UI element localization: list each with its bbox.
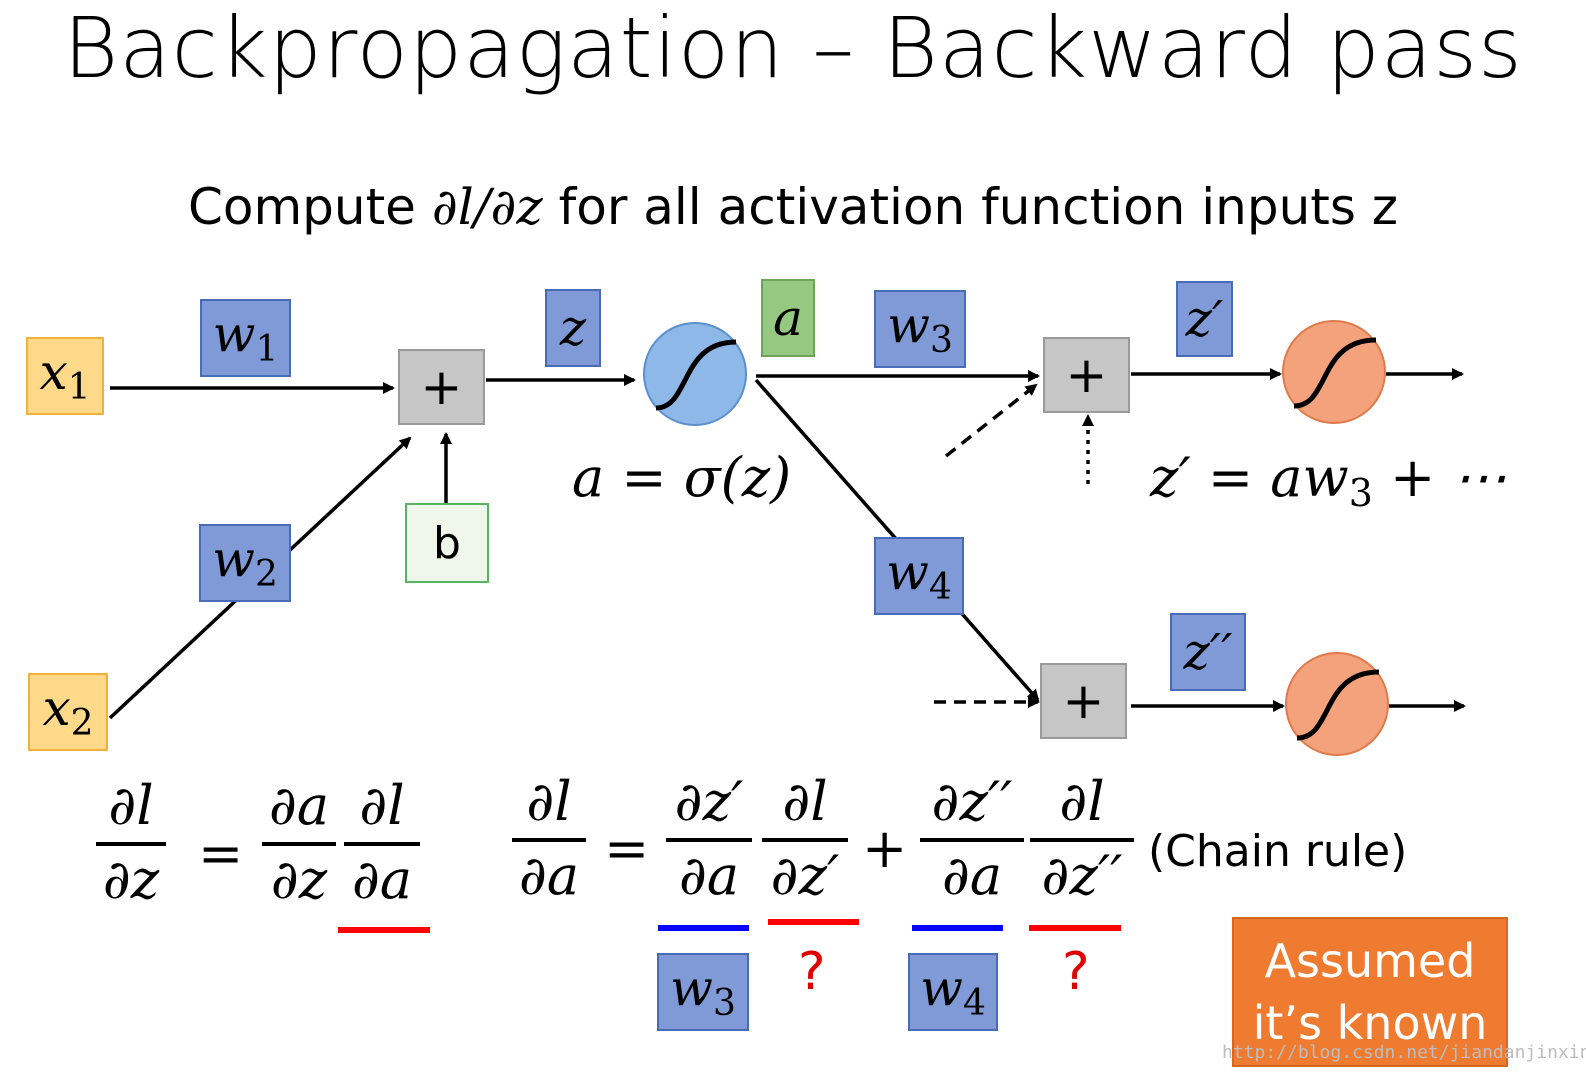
var-a: a (761, 279, 815, 357)
neuron-sigmoid-3 (1285, 652, 1389, 756)
w3-result-label: w3 (670, 958, 736, 1024)
fraction-dzp-da: ∂z′∂a (666, 772, 752, 906)
sum-node-2: + (1043, 337, 1130, 413)
w4-result-label: w4 (920, 958, 986, 1024)
input-x2: x2 (28, 673, 108, 751)
weight-w2: w2 (199, 524, 291, 602)
fraction-da-dz: ∂a∂z (262, 776, 336, 910)
fraction-dl-dz: ∂l∂z (96, 776, 166, 910)
weight-w3: w3 (874, 290, 966, 368)
assumed-line-1: Assumed (1264, 934, 1476, 988)
underlines (338, 919, 1121, 933)
var-z-prime: z′ (1176, 281, 1233, 357)
fraction-dl-da: ∂l∂a (344, 776, 420, 910)
plus-right: + (862, 817, 908, 880)
subtitle-suffix: for all activation function inputs z (542, 178, 1399, 236)
w1-label: w1 (212, 304, 279, 370)
fraction-dzpp-da: ∂z′′∂a (920, 772, 1024, 906)
equals-right: = (604, 817, 650, 880)
weight-w4-result: w4 (908, 953, 998, 1031)
assumed-known-callout: Assumed it’s known (1232, 917, 1508, 1067)
sum-node-1: + (398, 349, 485, 425)
slide-subtitle: Compute ∂l/∂z for all activation functio… (0, 172, 1586, 242)
input-x1: x1 (26, 337, 104, 415)
sum-node-3: + (1040, 663, 1127, 739)
fraction-dl-dzp: ∂l∂z′ (762, 772, 848, 906)
subtitle-math: ∂l/∂z (431, 178, 543, 236)
x2-label: x2 (42, 678, 94, 744)
subtitle-prefix: Compute (187, 178, 432, 236)
chain-rule-note: (Chain rule) (1148, 826, 1408, 877)
weight-w3-result: w3 (657, 953, 749, 1031)
neuron-sigmoid-2 (1282, 320, 1386, 424)
w2-label: w2 (212, 529, 278, 595)
watermark-text: http://blog.csdn.net/jiandanjinxin (1222, 1042, 1586, 1063)
var-z-double-prime: z′′ (1170, 613, 1246, 691)
neuron-sigmoid-1 (643, 322, 747, 426)
var-z: z (545, 289, 601, 367)
equation-a-sigma: a = σ(z) (572, 446, 792, 509)
connection-lines (108, 368, 1466, 720)
fraction-dl-da-right: ∂l∂a (512, 772, 586, 906)
slide-title: Backpropagation – Backward pass (63, 0, 1523, 97)
assumed-line-2: it’s known (1252, 996, 1488, 1050)
question-mark-1: ? (798, 942, 826, 1002)
equals-left: = (198, 822, 244, 885)
weight-w4: w4 (874, 537, 964, 615)
equation-z-prime: z′ = aw3 + ⋯ (1150, 446, 1507, 515)
w3-label: w3 (887, 295, 953, 361)
question-mark-2: ? (1062, 942, 1090, 1002)
w4-label: w4 (886, 542, 952, 608)
fraction-dl-dzpp: ∂l∂z′′ (1030, 772, 1134, 906)
x1-label: x1 (39, 342, 91, 408)
edge-dashed-sum2 (944, 383, 1038, 458)
weight-w1: w1 (200, 299, 291, 377)
bias-b: b (405, 503, 489, 583)
